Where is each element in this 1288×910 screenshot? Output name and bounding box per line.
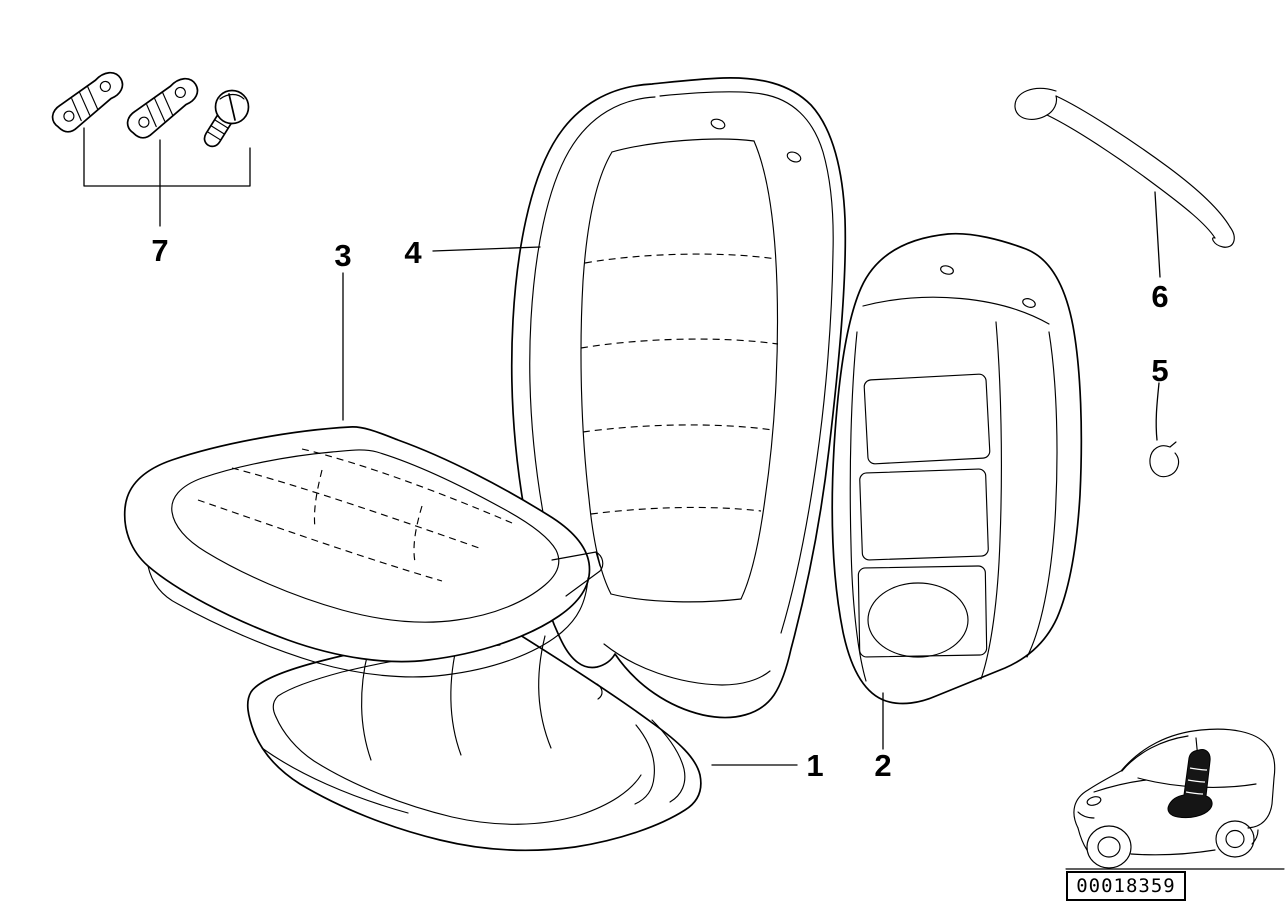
bracket-plate-2 <box>126 77 199 139</box>
tension-wire-drawing <box>1014 87 1235 248</box>
callout-label-4[interactable]: 4 <box>404 235 422 270</box>
retaining-clip-drawing <box>1149 441 1180 478</box>
highlighted-front-seat <box>1167 749 1213 819</box>
backrest-cover-rear-drawing <box>831 232 1083 705</box>
car-location-inset <box>1065 728 1285 870</box>
callout-6-leader <box>1154 191 1161 278</box>
screw <box>203 89 250 148</box>
backrest-cover-front-drawing <box>510 77 847 719</box>
seat-cushion-cover-drawing <box>123 426 604 678</box>
callout-label-5[interactable]: 5 <box>1151 353 1168 388</box>
hood-line <box>1093 779 1147 793</box>
callout-label-2[interactable]: 2 <box>874 748 891 783</box>
bracket-plate-1 <box>51 71 124 133</box>
callout-label-7[interactable]: 7 <box>151 233 168 268</box>
callout-5-leader <box>1155 382 1160 441</box>
plate-number-box: 00018359 <box>1066 871 1186 901</box>
callout-label-1[interactable]: 1 <box>806 748 823 783</box>
mounting-brackets-and-screw-drawing <box>51 71 251 227</box>
callout-4-leader <box>432 246 541 252</box>
callout-labels: 1 2 3 4 5 6 7 <box>151 233 1168 783</box>
callout-7-leader <box>83 127 251 227</box>
windshield-line <box>1121 735 1189 772</box>
seat-stripes <box>1185 767 1208 795</box>
plate-number-text: 00018359 <box>1076 875 1176 897</box>
headlight <box>1086 796 1102 806</box>
callout-label-3[interactable]: 3 <box>334 238 351 273</box>
callout-leader-lines <box>342 191 1161 766</box>
callout-label-6[interactable]: 6 <box>1151 279 1168 314</box>
